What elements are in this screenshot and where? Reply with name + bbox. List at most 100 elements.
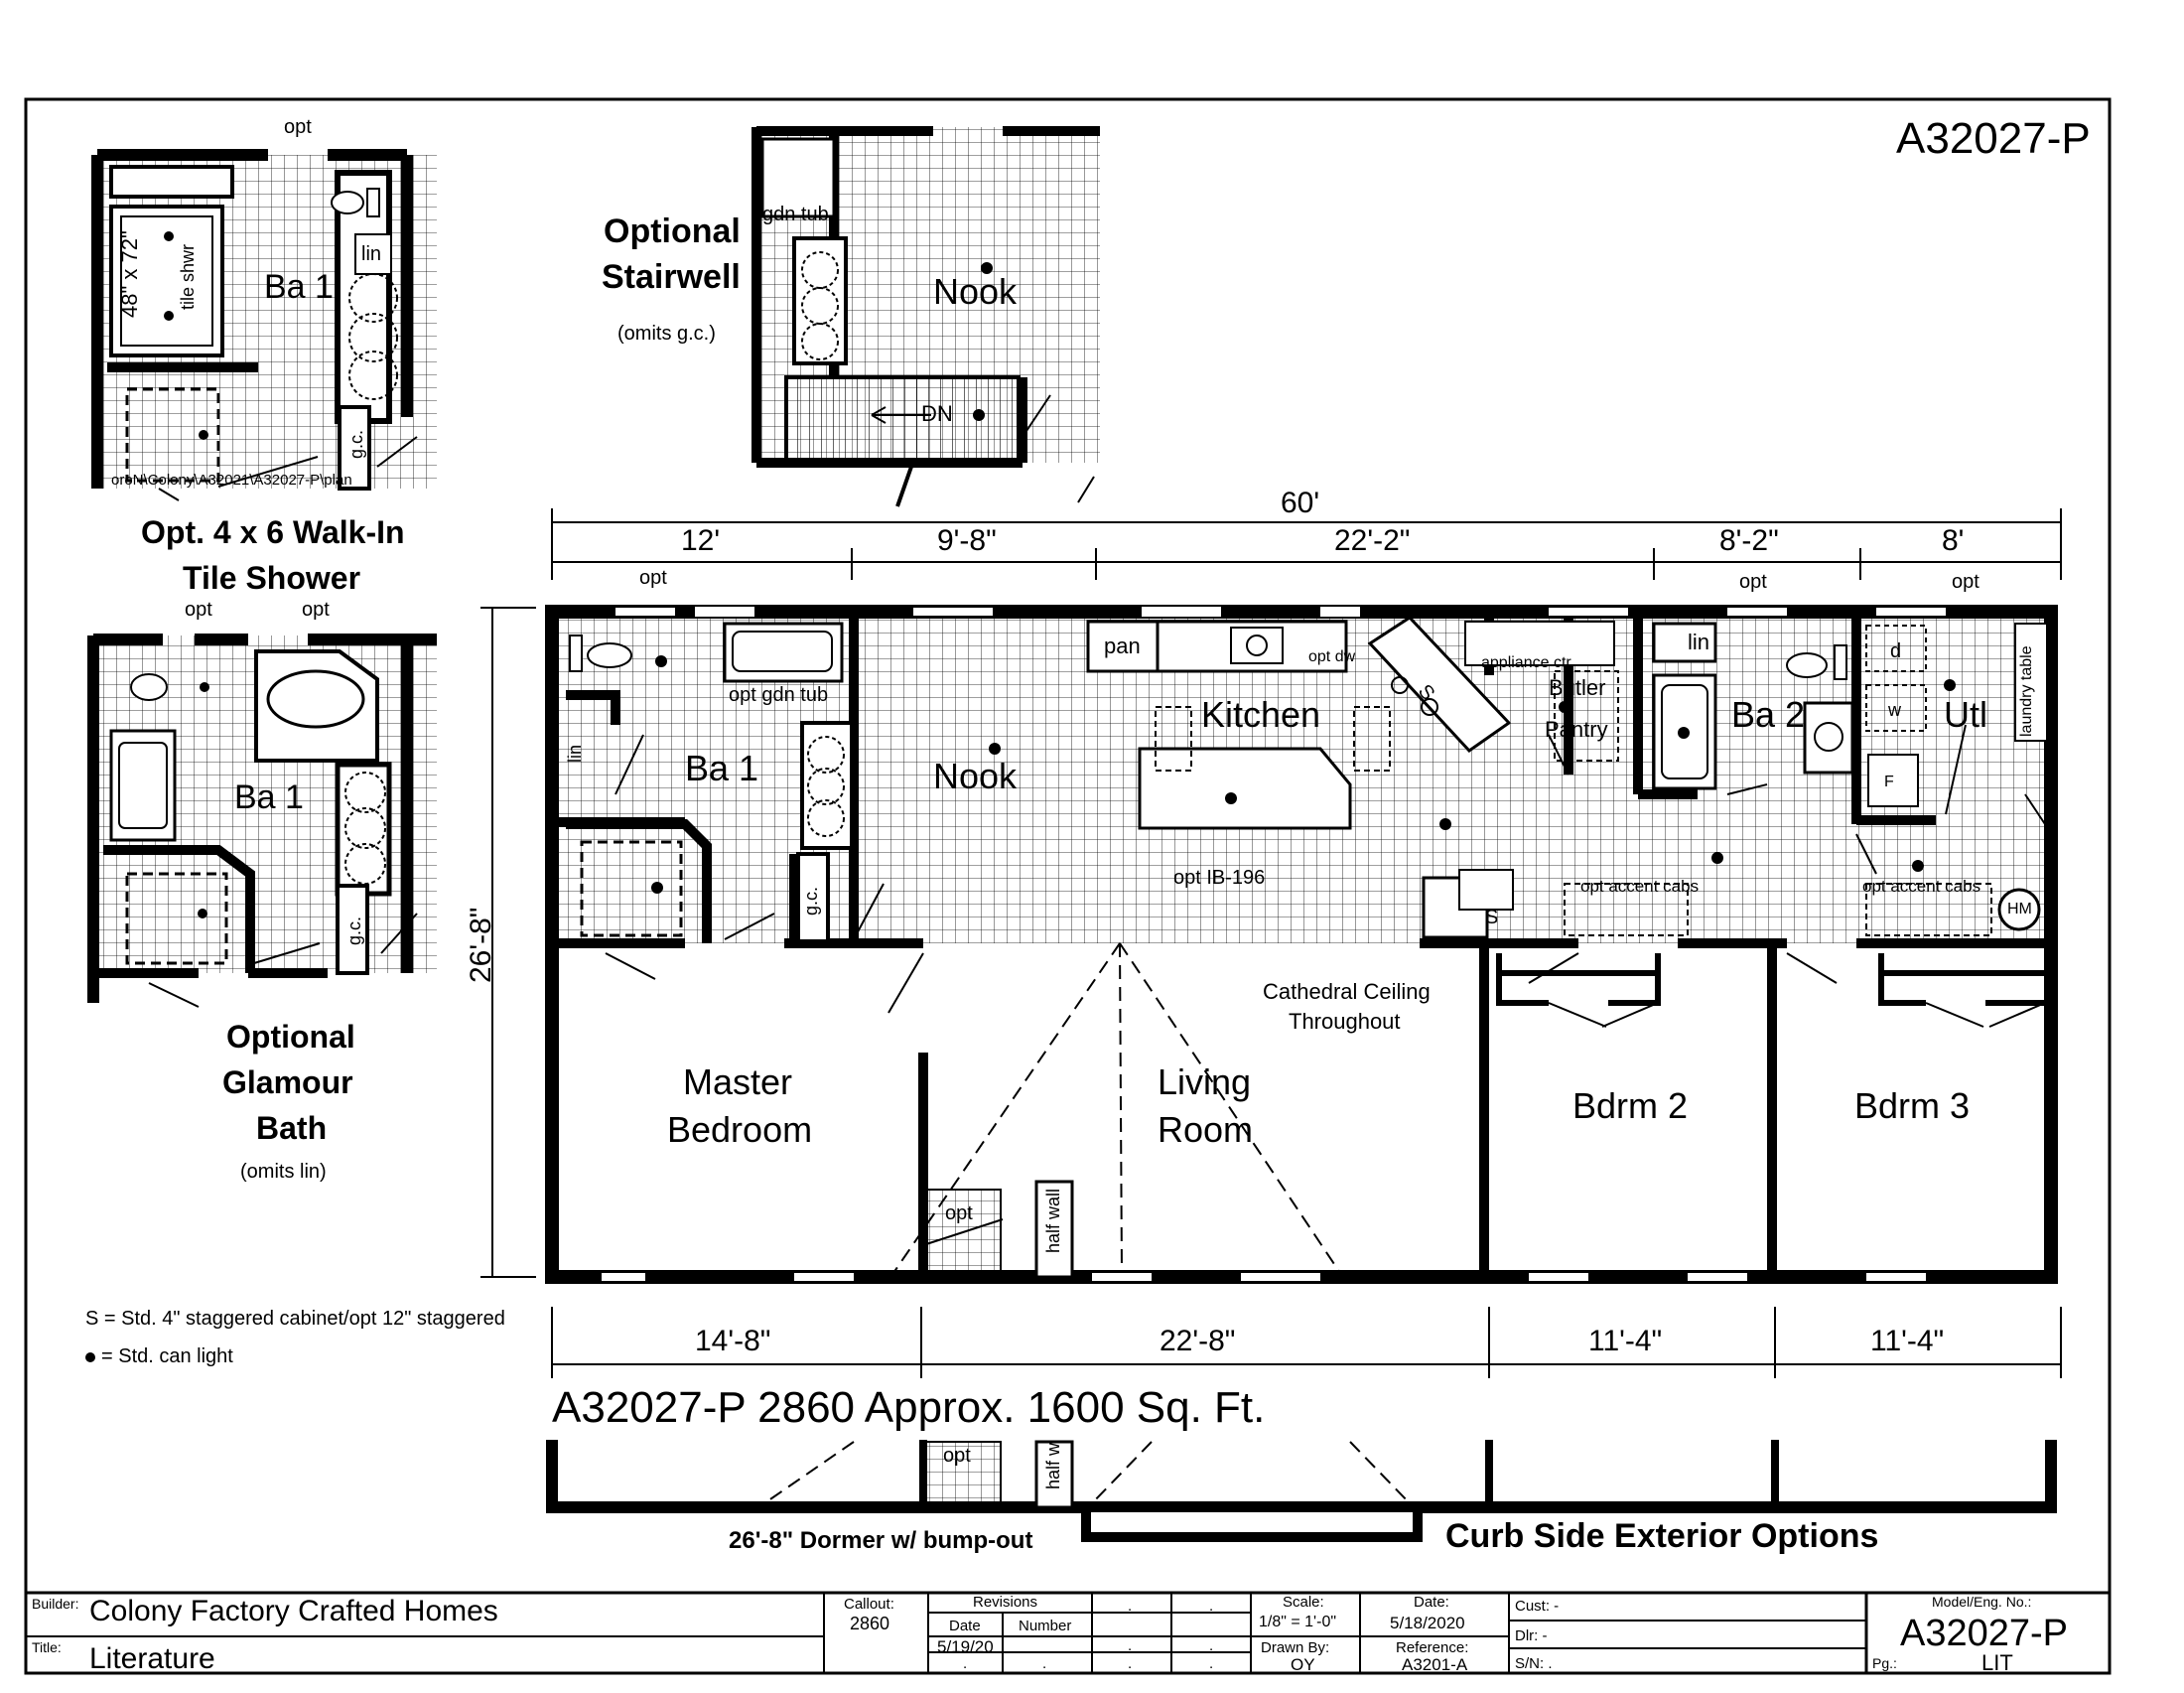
dim-bottom-3: 11'-4": [1588, 1325, 1663, 1357]
legend-s: S = Std. 4" staggered cabinet/opt 12" st…: [85, 1308, 505, 1330]
room-master-line1: Master: [683, 1061, 793, 1102]
room-living-line1: Living: [1158, 1061, 1252, 1102]
model-code: A32027-P: [1896, 114, 2091, 163]
tb-dot-1: .: [1128, 1598, 1133, 1615]
tb-scale: 1/8" = 1'-0": [1259, 1614, 1337, 1630]
glamour-opt-label-1: opt: [185, 599, 212, 621]
tb-reference: A3201-A: [1402, 1655, 1468, 1674]
tb-callout-label: Callout:: [844, 1596, 894, 1613]
dim-top-2: 9'-8": [937, 524, 997, 557]
dim-bottom-4: 11'-4": [1870, 1325, 1945, 1357]
label-pan: pan: [1104, 634, 1141, 658]
plan-summary: A32027-P 2860 Approx. 1600 Sq. Ft.: [552, 1383, 1266, 1432]
label-opt-ba2: opt: [1739, 571, 1767, 593]
curb-opt-label: opt: [943, 1445, 971, 1467]
room-nook: Nook: [933, 756, 1018, 796]
walkin-gc-label: g.c.: [346, 429, 366, 459]
room-ba2: Ba 2: [1731, 694, 1806, 735]
glamour-title-line2: Glamour: [222, 1064, 353, 1100]
label-appliance-ctr: appliance ctr: [1481, 654, 1571, 671]
room-utl: Utl: [1944, 694, 1987, 735]
dim-top-4: 8'-2": [1719, 524, 1779, 557]
label-lin-left: lin: [565, 744, 585, 763]
room-kitchen: Kitchen: [1201, 694, 1321, 735]
glamour-note: (omits lin): [240, 1161, 327, 1183]
label-cathedral-line1: Cathedral Ceiling: [1263, 979, 1431, 1004]
stair-title-line2: Stairwell: [602, 258, 741, 296]
label-lin-ba2: lin: [1688, 630, 1710, 654]
label-opt-gdn-tub: opt gdn tub: [729, 684, 829, 706]
walkin-opt-label: opt: [284, 116, 312, 138]
can-light-icon: [85, 1351, 95, 1362]
glamour-gc-label: g.c.: [344, 916, 364, 945]
label-opt-stair: opt: [945, 1202, 973, 1224]
tb-dot-2: .: [1209, 1598, 1214, 1615]
tb-builder: Colony Factory Crafted Homes: [89, 1595, 498, 1627]
dim-bottom-1: 14'-8": [695, 1325, 771, 1357]
tb-rev-date: 5/19/20: [937, 1637, 994, 1656]
tb-dot-5: .: [963, 1655, 968, 1672]
tb-callout: 2860: [850, 1614, 890, 1633]
sheet-border: [24, 97, 2112, 1675]
tb-dlr: Dlr: -: [1515, 1627, 1548, 1644]
room-bdrm2: Bdrm 2: [1572, 1085, 1689, 1126]
walkin-shower-option: [91, 149, 437, 501]
dim-overall: 60': [1281, 487, 1320, 519]
tb-pg: LIT: [1981, 1650, 2013, 1675]
label-laundry-table: laundry table: [2018, 645, 2035, 737]
tb-model: A32027-P: [1900, 1613, 2069, 1654]
label-f: F: [1884, 774, 1894, 790]
room-master-line2: Bedroom: [667, 1109, 813, 1150]
tb-cust: Cust: -: [1515, 1598, 1560, 1615]
dim-top-5: 8': [1942, 524, 1965, 557]
tb-drawn-label: Drawn By:: [1261, 1639, 1330, 1656]
tb-title-label: Title:: [32, 1639, 62, 1655]
tb-date: 5/18/2020: [1390, 1614, 1465, 1632]
room-living-line2: Room: [1158, 1109, 1254, 1150]
label-accent-cabs-1: opt accent cabs: [1580, 877, 1700, 896]
stair-tub-label: gdn tub: [762, 204, 829, 225]
walkin-title-line2: Tile Shower: [183, 560, 361, 596]
dim-bottom-2: 22'-8": [1160, 1325, 1236, 1357]
label-half-wall: half wall: [1043, 1188, 1063, 1253]
tb-scale-label: Scale:: [1283, 1594, 1324, 1611]
dormer-label: 26'-8" Dormer w/ bump-out: [729, 1527, 1033, 1554]
tb-drawn: OY: [1291, 1655, 1315, 1674]
walkin-shower-size: 48" x 72": [117, 230, 142, 318]
label-opt-utl: opt: [1952, 571, 1979, 593]
stair-note: (omits g.c.): [617, 323, 716, 345]
label-dryer: d: [1890, 640, 1902, 662]
tb-number-col: Number: [1019, 1618, 1072, 1634]
stairwell-option: [751, 126, 1100, 507]
walkin-file-path: oroN\Colony\A32021\A32027-P\plan: [111, 473, 352, 488]
dim-depth: 26'-8": [465, 907, 497, 983]
label-opt-ib: opt IB-196: [1173, 867, 1266, 889]
tb-dot-3: .: [1128, 1637, 1133, 1654]
stair-title-line1: Optional: [604, 212, 741, 250]
label-washer: w: [1888, 700, 1901, 720]
room-ba1: Ba 1: [685, 748, 759, 788]
dim-top-3: 22'-2": [1334, 524, 1411, 557]
curb-side-label: Curb Side Exterior Options: [1445, 1517, 1879, 1555]
glamour-title-line1: Optional: [226, 1019, 355, 1055]
room-butler-line1: Butler: [1549, 675, 1606, 700]
label-accent-cabs-2: opt accent cabs: [1862, 877, 1981, 896]
curb-side-exterior: [546, 1440, 2057, 1542]
legend-light: = Std. can light: [85, 1346, 233, 1366]
tb-model-label: Model/Eng. No.:: [1932, 1594, 2032, 1610]
walkin-title-line1: Opt. 4 x 6 Walk-In: [141, 514, 405, 550]
room-butler-line2: Pantry: [1545, 717, 1608, 742]
tb-reference-label: Reference:: [1396, 1639, 1469, 1656]
title-block-grid: [26, 1591, 2110, 1673]
glamour-ba1-label: Ba 1: [234, 778, 304, 816]
glamour-opt-label-2: opt: [302, 599, 330, 621]
glamour-bath-option: [87, 634, 437, 1008]
tb-dot-4: .: [1209, 1637, 1214, 1654]
walkin-lin-label: lin: [361, 243, 382, 265]
legend-light-text: = Std. can light: [101, 1345, 233, 1367]
label-cathedral-line2: Throughout: [1289, 1009, 1401, 1034]
tb-pg-label: Pg.:: [1872, 1655, 1897, 1671]
main-floor-plan: [545, 605, 2058, 1284]
walkin-ba1-label: Ba 1: [264, 268, 334, 306]
